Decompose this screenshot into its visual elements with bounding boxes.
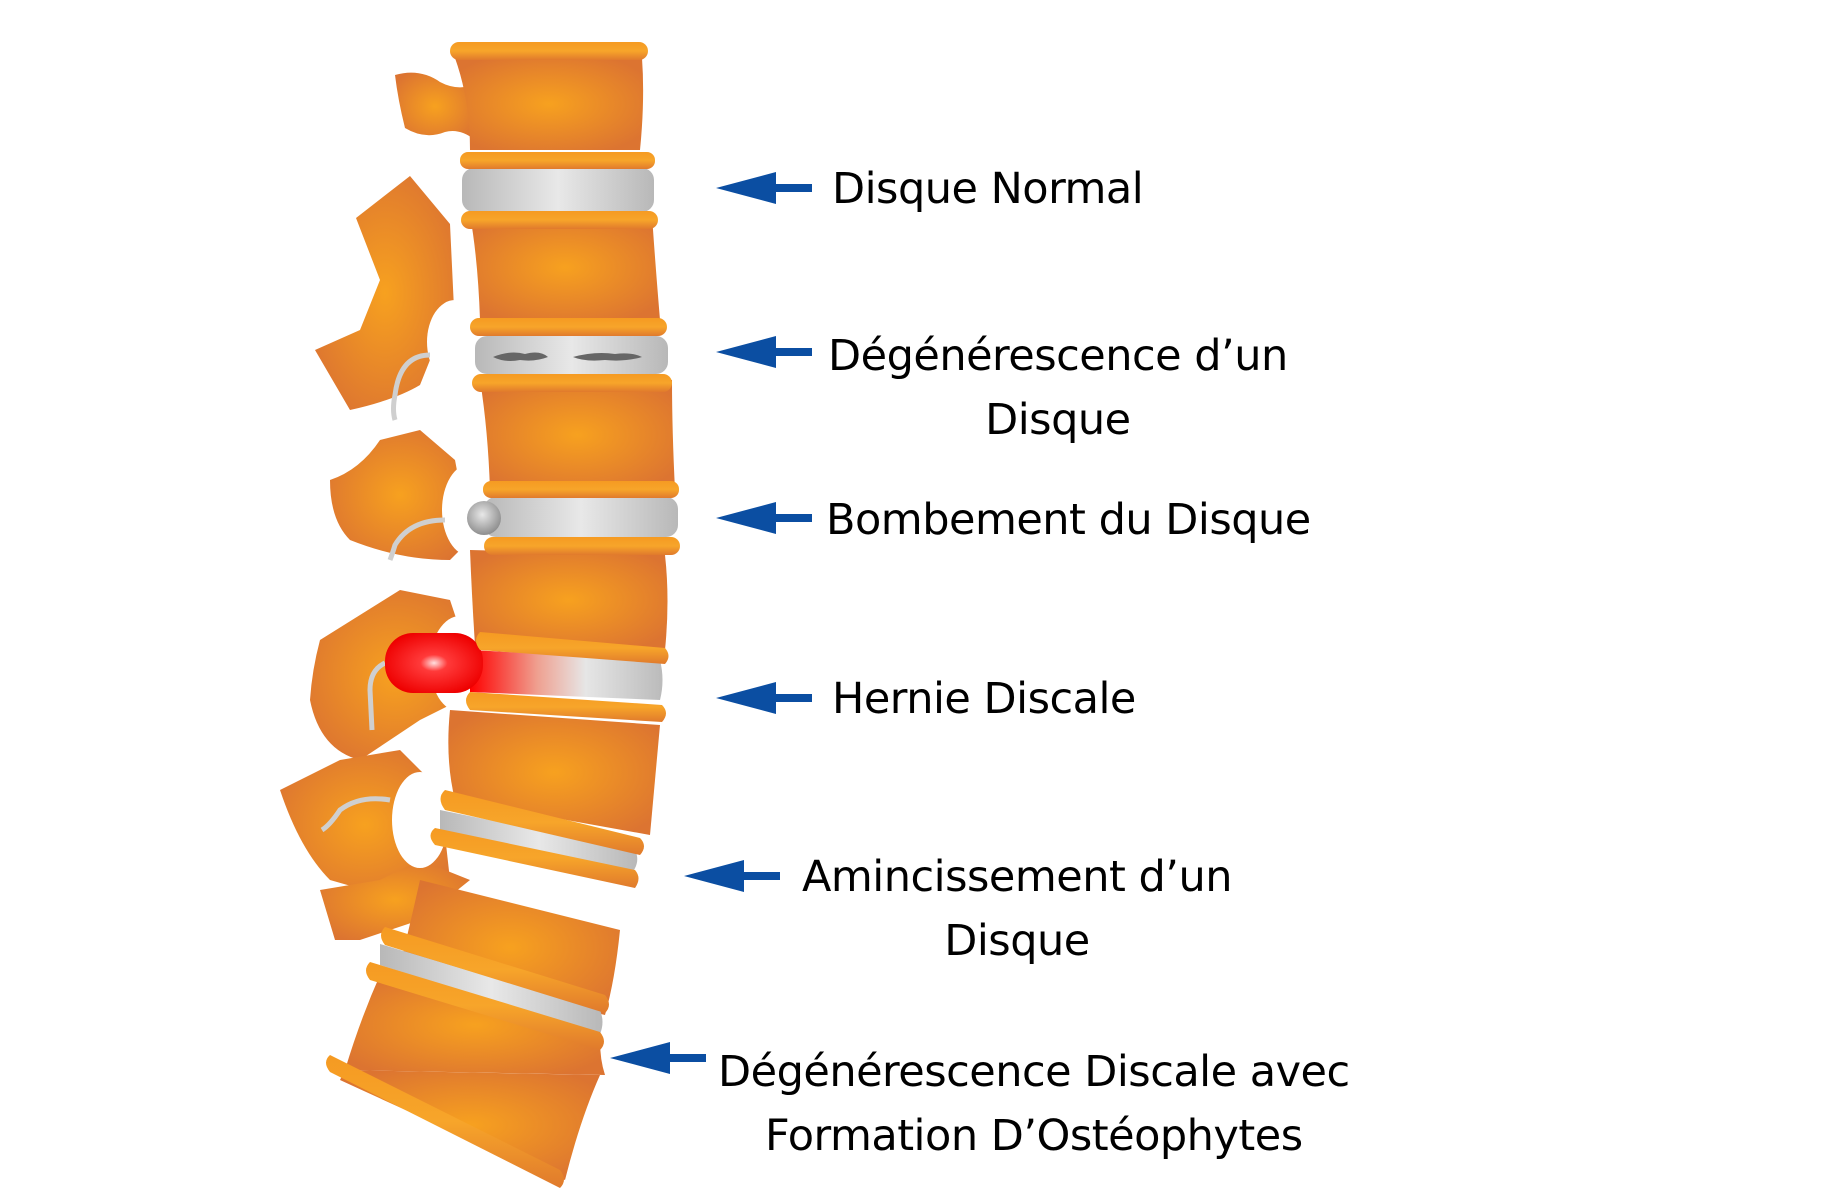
arrow-left-icon: [610, 1042, 706, 1074]
disc-degenerated: [475, 336, 668, 374]
label-bombement: Bombement du Disque: [826, 495, 1311, 545]
label-hernie-discale: Hernie Discale: [832, 674, 1136, 724]
disc-bulge-ball: [467, 501, 501, 535]
label-osteophytes: Dégénérescence Discale avec Formation D’…: [718, 1047, 1350, 1161]
arrow-left-icon: [716, 682, 812, 714]
disc-normal: [462, 168, 654, 212]
label-disque-normal: Disque Normal: [832, 164, 1144, 214]
herniation-blob: [385, 633, 483, 693]
endplates: [326, 42, 680, 1188]
disc-thinned: [440, 810, 638, 870]
disc-herniated: [470, 650, 663, 700]
arrow-left-icon: [716, 502, 812, 534]
label-degenerescence: Dégénérescence d’un Disque: [828, 331, 1288, 445]
ligament-lines: [320, 352, 446, 833]
label-amincissement: Amincissement d’un Disque: [802, 852, 1232, 966]
arrow-left-icon: [716, 336, 812, 368]
intervertebral-discs: [380, 168, 678, 1034]
disc-osteophytes: [380, 944, 603, 1034]
disc-bulging: [484, 497, 678, 537]
arrow-left-icon: [684, 860, 780, 892]
arrow-left-icon: [716, 172, 812, 204]
